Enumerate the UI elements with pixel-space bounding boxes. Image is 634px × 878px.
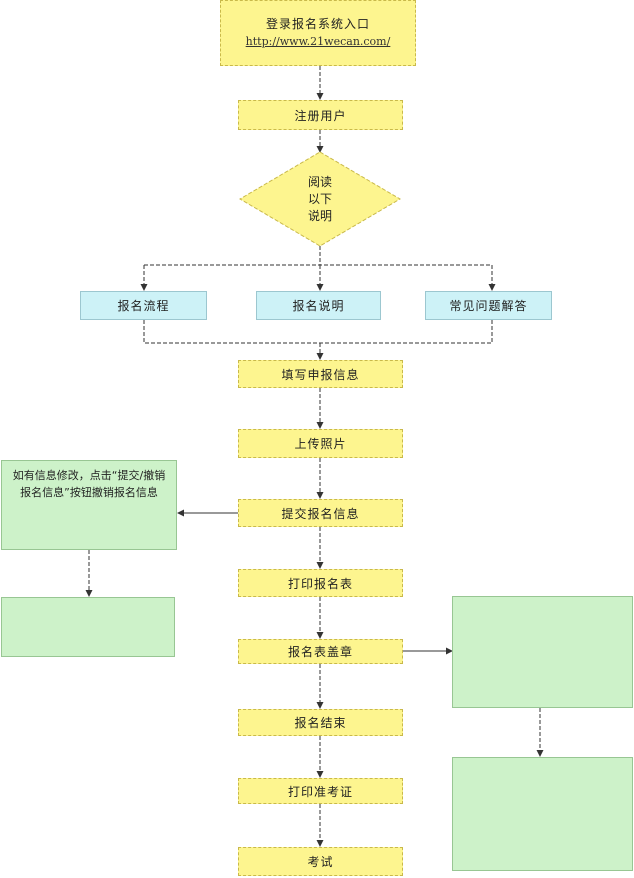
branch-process: 报名流程 <box>80 291 207 320</box>
step-exam-label: 考试 <box>307 855 334 869</box>
step-print-form-label: 打印报名表 <box>287 576 353 591</box>
register-node: 注册用户 <box>238 100 403 130</box>
decision-line-3: 说明 <box>307 209 332 223</box>
branch-process-label: 报名流程 <box>117 299 170 313</box>
branch-instructions-label: 报名说明 <box>292 299 345 313</box>
step-submit-info-label: 提交报名信息 <box>281 506 360 521</box>
register-label: 注册用户 <box>294 108 347 123</box>
step-print-ticket-label: 打印准考证 <box>287 784 353 799</box>
branch-instructions: 报名说明 <box>256 291 381 320</box>
start-node: 登录报名系统入口 http://www.21wecan.com/ <box>220 0 416 66</box>
step-registration-end: 报名结束 <box>238 709 403 736</box>
step-upload-photo: 上传照片 <box>238 429 403 458</box>
step-stamp-form: 报名表盖章 <box>238 639 403 664</box>
branch-faq: 常见问题解答 <box>425 291 552 320</box>
step-fill-info: 填写申报信息 <box>238 360 403 388</box>
stamp-result-box <box>452 757 633 871</box>
decision-label: 阅读 以下 说明 <box>280 172 360 227</box>
step-stamp-form-label: 报名表盖章 <box>287 645 353 659</box>
step-upload-photo-label: 上传照片 <box>294 437 347 451</box>
start-title: 登录报名系统入口 <box>265 17 370 31</box>
modify-info-note-text: 如有信息修改，点击“提交/撤销报名信息”按钮撤销报名信息 <box>12 469 166 499</box>
step-exam: 考试 <box>238 847 403 876</box>
decision-diamond <box>239 151 401 247</box>
step-fill-info-label: 填写申报信息 <box>281 367 360 382</box>
step-print-form: 打印报名表 <box>238 569 403 597</box>
branch-faq-label: 常见问题解答 <box>449 299 528 313</box>
modify-info-note: 如有信息修改，点击“提交/撤销报名信息”按钮撤销报名信息 <box>1 460 177 550</box>
start-url-link[interactable]: http://www.21wecan.com/ <box>245 35 391 48</box>
step-submit-info: 提交报名信息 <box>238 499 403 527</box>
stamp-side-box <box>452 596 633 708</box>
merge-path <box>143 320 493 344</box>
step-print-ticket: 打印准考证 <box>238 778 403 804</box>
note-result-box <box>1 597 175 657</box>
decision-line-2: 以下 <box>307 192 332 206</box>
decision-line-1: 阅读 <box>307 175 332 189</box>
step-registration-end-label: 报名结束 <box>294 716 347 730</box>
